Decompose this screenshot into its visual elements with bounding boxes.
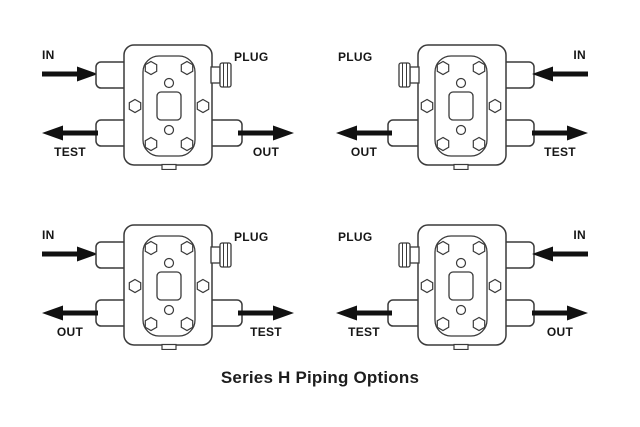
piping-diagram-top-right: PLUG IN OUT TEST (322, 26, 602, 196)
bottom-left-flow-arrow-left-icon (42, 125, 98, 141)
piping-diagram-top-left: IN PLUG TEST OUT (28, 26, 308, 196)
bottom-left-port-label: OUT (350, 145, 378, 159)
plug-label: PLUG (234, 50, 269, 64)
in-label: IN (573, 48, 586, 62)
plug-label: PLUG (234, 230, 269, 244)
bottom-right-flow-arrow-right-icon (238, 305, 294, 321)
plug-label: PLUG (338, 50, 373, 64)
bottom-left-flow-arrow-left-icon (336, 125, 392, 141)
piping-diagram-bottom-left: IN PLUG OUT TEST (28, 206, 308, 376)
in-flow-arrow-left-icon (532, 246, 588, 262)
bottom-left-port-label: OUT (56, 325, 84, 339)
piping-diagram-bottom-right: PLUG IN TEST OUT (322, 206, 602, 376)
in-label: IN (42, 228, 55, 242)
in-label: IN (573, 228, 586, 242)
diagram-title: Series H Piping Options (220, 368, 420, 387)
bottom-right-port-label: OUT (252, 145, 280, 159)
in-label: IN (42, 48, 55, 62)
steam-trap-illustration (94, 220, 244, 350)
in-flow-arrow-right-icon (42, 66, 98, 82)
bottom-right-port-label: TEST (250, 325, 282, 339)
bottom-right-flow-arrow-right-icon (532, 305, 588, 321)
bottom-right-flow-arrow-right-icon (532, 125, 588, 141)
bottom-right-port-label: OUT (546, 325, 574, 339)
bottom-left-flow-arrow-left-icon (336, 305, 392, 321)
bottom-left-port-label: TEST (54, 145, 86, 159)
in-flow-arrow-left-icon (532, 66, 588, 82)
bottom-right-flow-arrow-right-icon (238, 125, 294, 141)
bottom-left-flow-arrow-left-icon (42, 305, 98, 321)
bottom-left-port-label: TEST (348, 325, 380, 339)
steam-trap-illustration (94, 40, 244, 170)
steam-trap-illustration (386, 220, 536, 350)
plug-label: PLUG (338, 230, 373, 244)
steam-trap-illustration (386, 40, 536, 170)
bottom-right-port-label: TEST (544, 145, 576, 159)
in-flow-arrow-right-icon (42, 246, 98, 262)
